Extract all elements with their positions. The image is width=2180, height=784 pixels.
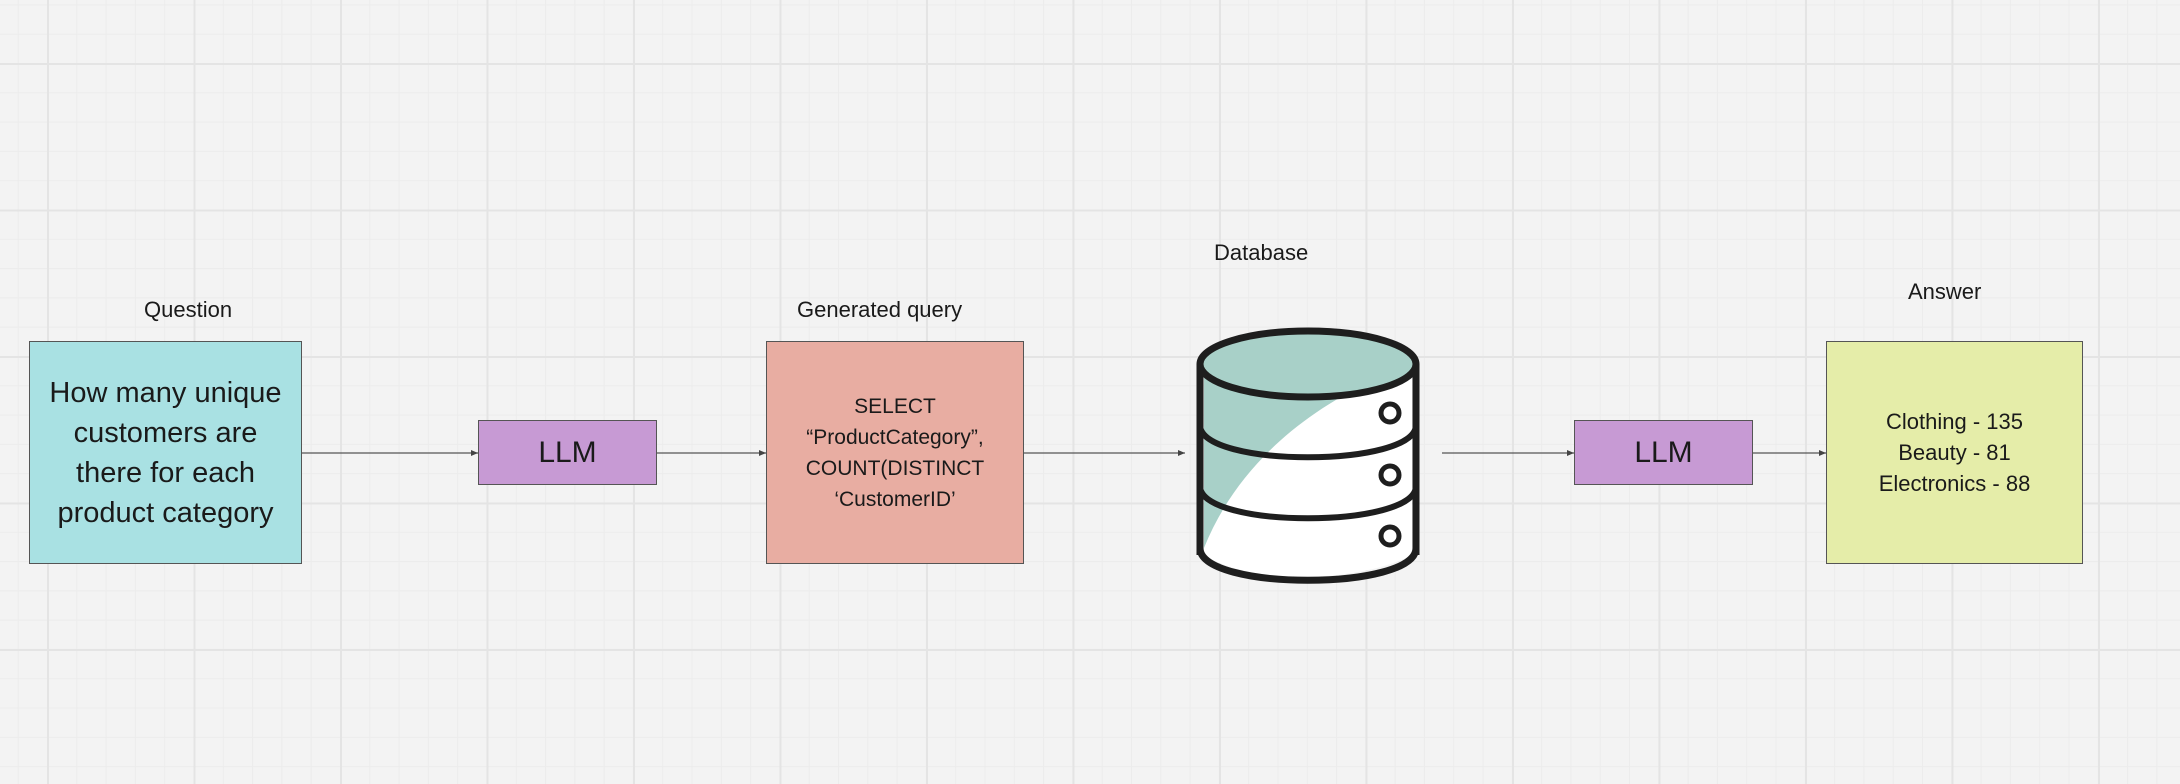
llm-box-first: LLM (478, 420, 657, 485)
generated-query-label: Generated query (797, 297, 963, 322)
answer-label: Answer (1908, 279, 1982, 304)
llm-box-second: LLM (1574, 420, 1753, 485)
generated-query-text: SELECT “ProductCategory”, COUNT(DISTINCT… (805, 394, 985, 511)
answer-text: Clothing - 135 Beauty - 81 Electronics -… (1878, 409, 2031, 496)
llm-label-first: LLM (538, 435, 597, 469)
question-text: How many unique customers are there for … (49, 376, 282, 529)
generated-query-box: SELECT “ProductCategory”, COUNT(DISTINCT… (766, 341, 1024, 564)
database-icon (1196, 327, 1420, 584)
question-label: Question (144, 297, 233, 322)
database-label: Database (1214, 240, 1309, 265)
llm-label-second: LLM (1634, 435, 1693, 469)
question-box: How many unique customers are there for … (29, 341, 302, 564)
answer-box: Clothing - 135 Beauty - 81 Electronics -… (1826, 341, 2083, 564)
